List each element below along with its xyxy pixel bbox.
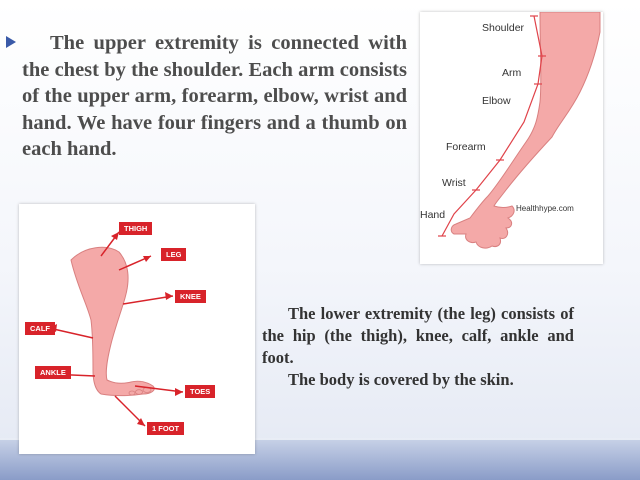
arm-label-forearm: Forearm: [446, 141, 486, 153]
leg-tag-thigh: THIGH: [119, 222, 153, 235]
arm-illustration: [438, 12, 601, 249]
arm-label-arm: Arm: [502, 67, 522, 79]
leg-tag-leg: LEG: [161, 248, 187, 261]
leg-tag-foot: 1 FOOT: [147, 422, 185, 435]
arm-label-shoulder: Shoulder: [482, 22, 525, 34]
arm-diagram: Shoulder Arm Elbow Forearm Wrist Hand He…: [420, 12, 603, 264]
leg-toes: [128, 387, 152, 396]
arm-label-wrist: Wrist: [442, 177, 466, 189]
leg-illustration: [48, 231, 184, 427]
skin-paragraph: The body is covered by the skin.: [288, 370, 514, 389]
arm-marker-line: [441, 15, 543, 237]
arm-label-elbow: Elbow: [482, 95, 511, 107]
leg-tag-knee: KNEE: [175, 290, 206, 303]
arm-label-hand: Hand: [420, 209, 446, 221]
lower-extremity-paragraph: The lower extremity (the leg) consists o…: [262, 304, 574, 367]
arm-marker-ticks: [438, 15, 546, 237]
leg-tag-ankle: ANKLE: [35, 366, 71, 379]
leg-diagram: THIGH LEG KNEE CALF ANKLE TOES 1 FOOT: [19, 204, 255, 454]
leg-shape: [70, 246, 155, 396]
lower-extremity-text: The lower extremity (the leg) consists o…: [262, 303, 574, 391]
leg-tag-calf: CALF: [25, 322, 55, 335]
bullet-arrow-icon: [6, 36, 16, 48]
arm-shape: [450, 12, 601, 249]
source-watermark: Healthhype.com: [516, 204, 574, 213]
upper-extremity-text: The upper extremity is connected with th…: [22, 32, 407, 160]
leg-tag-toes: TOES: [185, 385, 216, 398]
